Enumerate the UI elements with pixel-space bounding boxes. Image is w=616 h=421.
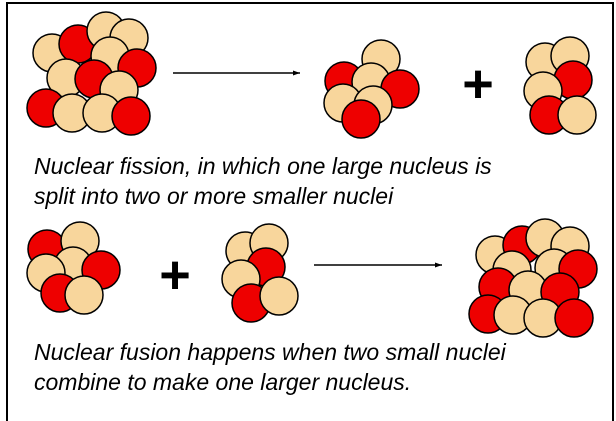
fusion-product-nucleus: [469, 219, 597, 337]
fusion-caption-line-2: combine to make one larger nucleus.: [34, 367, 604, 397]
fusion-reactant-nucleus-a: [27, 222, 120, 314]
fission-caption: Nuclear fission, in which one large nucl…: [34, 151, 604, 211]
fusion-caption: Nuclear fusion happens when two small nu…: [34, 337, 604, 397]
fusion-plus-sign: +: [159, 245, 191, 305]
fission-product-nucleus-b: [524, 37, 596, 134]
proton: [342, 100, 380, 138]
fusion-reactant-nucleus-b: [222, 224, 298, 322]
proton: [555, 299, 593, 337]
fission-plus-sign: +: [462, 54, 494, 114]
neutron: [260, 277, 298, 315]
neutron: [558, 96, 596, 134]
neutron: [65, 276, 103, 314]
fission-product-nucleus-a: [324, 40, 419, 138]
fission-caption-line-2: split into two or more smaller nuclei: [34, 181, 604, 211]
proton: [112, 97, 150, 135]
fission-large-nucleus: [27, 12, 156, 135]
fusion-caption-line-1: Nuclear fusion happens when two small nu…: [34, 337, 604, 367]
fission-caption-line-1: Nuclear fission, in which one large nucl…: [34, 151, 604, 181]
